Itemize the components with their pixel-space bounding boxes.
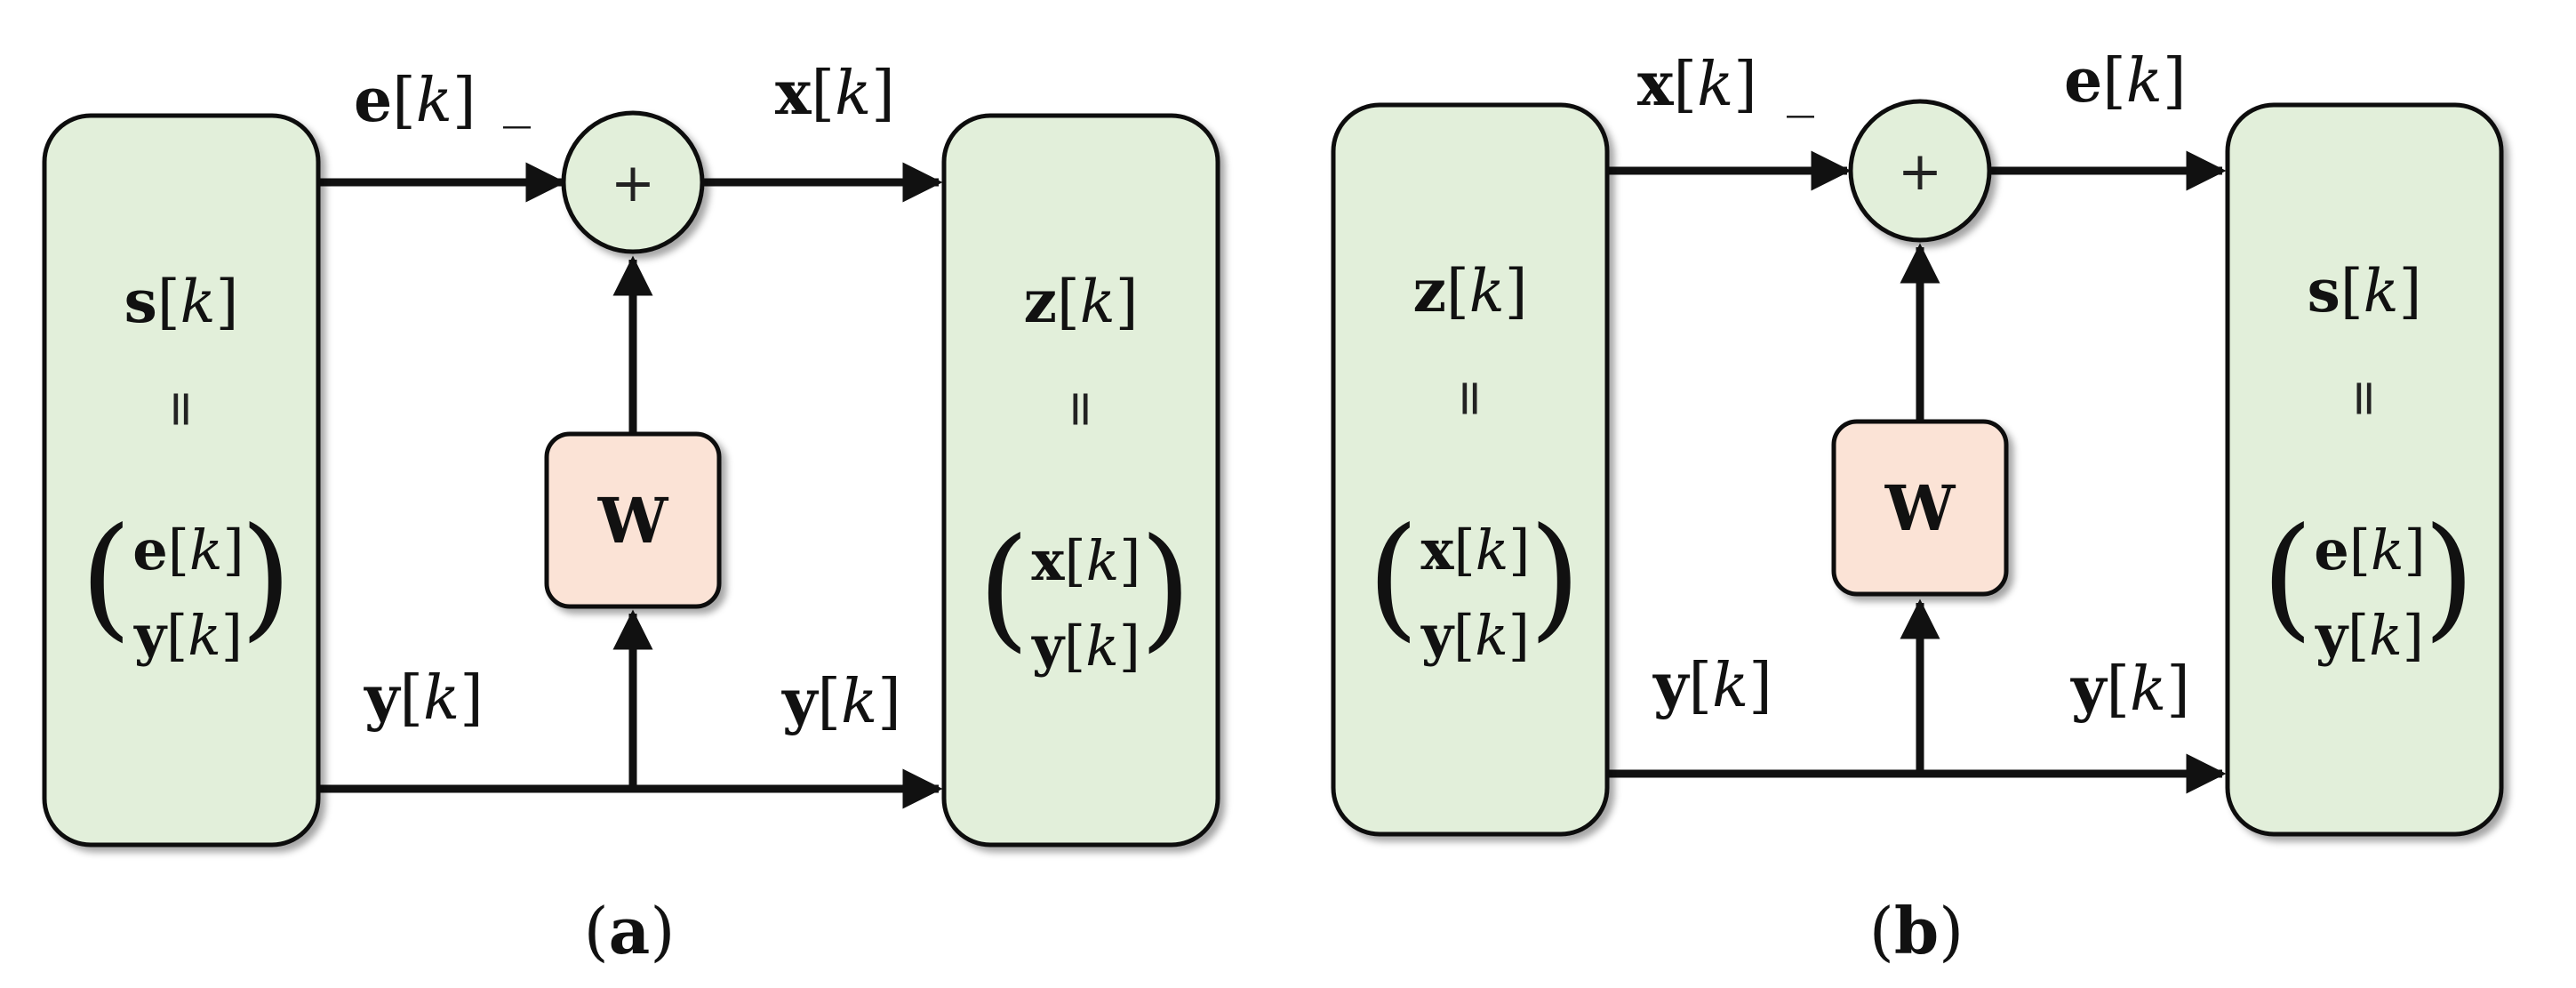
block-b-right-paren-close: ) [2423,500,2476,655]
label-a-bottom-in: y[k] [364,663,484,734]
label-b-bottom-out: y[k] [2070,654,2190,725]
block-a-left-paren-close: ) [240,500,292,655]
sum-node-a-symbol: + [611,152,655,214]
block-a-left: s[k] = ( ) e[k] y[k] [42,113,321,847]
weight-block-a: W [544,431,722,609]
weight-block-b: W [1831,419,2009,597]
block-b-left-bottom: y[k] [1420,603,1530,668]
block-b-left: z[k] = ( ) x[k] y[k] [1331,102,1610,837]
label-b-top-out: e[k] [2064,45,2187,116]
block-a-left-top: e[k] [132,518,244,582]
block-a-right: z[k] = ( ) x[k] y[k] [941,113,1220,847]
label-a-top-in: e[k] [354,65,476,136]
block-a-left-equals: = [153,389,211,430]
block-b-right-bottom: y[k] [2315,603,2424,668]
block-a-right-bottom: y[k] [1031,614,1140,679]
block-b-right-top: e[k] [2314,518,2425,582]
sum-node-b-symbol: + [1898,141,1942,203]
label-a-bottom-out: y[k] [781,666,901,737]
panel-b: z[k] = ( ) x[k] y[k] s[k] = ( ) e[k] y[k… [1331,45,2504,968]
weight-block-a-label: W [597,484,669,558]
block-a-right-top: x[k] [1032,528,1141,593]
sum-node-b: + [1848,99,1992,243]
label-a-minus: _ [503,64,531,129]
block-a-right-equals: = [1052,389,1110,430]
block-b-right-name: s[k] [2308,256,2422,325]
block-a-right-paren-open: ( [978,510,1030,665]
block-b-left-name: z[k] [1413,256,1528,325]
label-a-top-out: x[k] [775,58,895,129]
block-b-left-equals: = [1442,378,1500,420]
block-a-left-bottom: y[k] [133,603,243,668]
block-b-right: s[k] = ( ) e[k] y[k] [2225,102,2504,837]
sum-node-a: + [561,110,705,254]
block-b-left-top: x[k] [1421,518,1531,582]
caption-a: (a) [584,893,676,968]
label-b-bottom-in: y[k] [1652,650,1772,721]
block-a-left-name: s[k] [124,267,239,336]
label-b-minus: _ [1787,53,1814,118]
block-a-right-name: z[k] [1024,267,1139,336]
caption-b: (b) [1869,893,1964,968]
block-b-right-paren-open: ( [2261,500,2314,655]
block-a-right-paren-close: ) [1140,510,1192,665]
block-b-left-paren-open: ( [1367,500,1420,655]
block-b-right-equals: = [2336,378,2394,420]
weight-block-b-label: W [1884,471,1956,545]
label-b-top-in: x[k] [1637,49,1757,120]
panel-a: s[k] = ( ) e[k] y[k] z[k] = ( ) x[k] y[k… [42,58,1220,968]
block-a-left-paren-open: ( [80,500,132,655]
block-b-left-paren-close: ) [1529,500,1581,655]
